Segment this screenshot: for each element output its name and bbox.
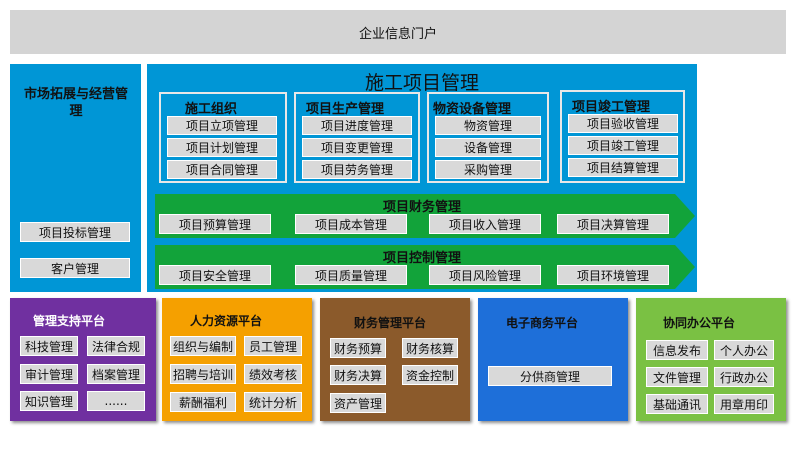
finance-item[interactable]: 项目成本管理 [295, 214, 407, 234]
group-completion-title: 项目竣工管理 [572, 100, 651, 115]
control-title: 项目控制管理 [382, 251, 461, 266]
group-production-item[interactable]: 项目变更管理 [302, 138, 412, 157]
platform-item[interactable]: 个人办公 [714, 340, 774, 360]
finance-item[interactable]: 项目预算管理 [159, 214, 271, 234]
platform-item[interactable]: 员工管理 [244, 336, 302, 356]
control-item[interactable]: 项目安全管理 [159, 265, 271, 285]
group-production-item[interactable]: 项目进度管理 [302, 116, 412, 135]
group-production-item[interactable]: 项目劳务管理 [302, 160, 412, 179]
platform-hr: 人力资源平台 组织与编制 员工管理 招聘与培训 绩效考核 薪酬福利 统计分析 [162, 298, 312, 421]
platform-finance: 财务管理平台 财务预算 财务核算 财务决算 资金控制 资产管理 [320, 298, 470, 421]
group-organization-item[interactable]: 项目合同管理 [167, 160, 277, 179]
platform-item[interactable]: 法律合规 [87, 336, 145, 356]
platform-item[interactable]: 财务核算 [402, 338, 458, 358]
group-organization-item[interactable]: 项目计划管理 [167, 138, 277, 157]
group-completion-item[interactable]: 项目结算管理 [568, 158, 678, 177]
group-materials: 物资设备管理 物资管理 设备管理 采购管理 [427, 92, 549, 183]
platform-item[interactable]: 行政办公 [714, 367, 774, 387]
group-materials-item[interactable]: 设备管理 [435, 138, 541, 157]
finance-item[interactable]: 项目决算管理 [557, 214, 669, 234]
platform-item[interactable]: 财务预算 [330, 338, 386, 358]
group-organization: 施工组织 项目立项管理 项目计划管理 项目合同管理 [159, 92, 287, 183]
group-materials-title: 物资设备管理 [433, 102, 512, 117]
platform-item[interactable]: 分供商管理 [488, 366, 612, 386]
market-title: 市场拓展与经营管理 [24, 87, 129, 119]
platform-item[interactable]: ...... [87, 391, 145, 411]
group-production: 项目生产管理 项目进度管理 项目变更管理 项目劳务管理 [294, 92, 420, 183]
finance-title: 项目财务管理 [382, 200, 461, 215]
control-item[interactable]: 项目风险管理 [429, 265, 541, 285]
platform-item[interactable]: 基础通讯 [646, 394, 708, 414]
platform-item[interactable]: 科技管理 [20, 336, 78, 356]
group-organization-title: 施工组织 [185, 102, 238, 117]
platform-item[interactable]: 统计分析 [244, 392, 302, 412]
platform-item[interactable]: 档案管理 [87, 364, 145, 384]
portal-bar[interactable]: 企业信息门户 [10, 10, 786, 54]
market-item-bid[interactable]: 项目投标管理 [20, 222, 130, 242]
construction-panel: 施工项目管理 施工组织 项目立项管理 项目计划管理 项目合同管理 项目生产管理 … [147, 64, 697, 292]
group-completion-item[interactable]: 项目验收管理 [568, 114, 678, 133]
platform-item[interactable]: 知识管理 [20, 391, 78, 411]
group-materials-item[interactable]: 采购管理 [435, 160, 541, 179]
group-completion-item[interactable]: 项目竣工管理 [568, 136, 678, 155]
platform-item[interactable]: 审计管理 [20, 364, 78, 384]
platform-title: 协同办公平台 [663, 316, 736, 330]
group-materials-item[interactable]: 物资管理 [435, 116, 541, 135]
portal-title: 企业信息门户 [358, 26, 437, 42]
platform-item[interactable]: 信息发布 [646, 340, 708, 360]
group-organization-item[interactable]: 项目立项管理 [167, 116, 277, 135]
platform-management-support: 管理支持平台 科技管理 法律合规 审计管理 档案管理 知识管理 ...... [10, 298, 156, 421]
platform-item[interactable]: 招聘与培训 [170, 364, 236, 384]
platform-item[interactable]: 资金控制 [402, 365, 458, 385]
platform-title: 电子商务平台 [506, 316, 579, 330]
platform-item[interactable]: 资产管理 [330, 393, 386, 413]
group-completion: 项目竣工管理 项目验收管理 项目竣工管理 项目结算管理 [560, 90, 685, 183]
market-panel: 市场拓展与经营管理 项目投标管理 客户管理 [10, 64, 141, 292]
control-item[interactable]: 项目质量管理 [295, 265, 407, 285]
platform-item[interactable]: 绩效考核 [244, 364, 302, 384]
market-item-customer[interactable]: 客户管理 [20, 258, 130, 278]
platform-item[interactable]: 财务决算 [330, 365, 386, 385]
control-item[interactable]: 项目环境管理 [557, 265, 669, 285]
construction-title: 施工项目管理 [364, 72, 479, 94]
platform-title: 人力资源平台 [190, 314, 263, 328]
platform-title: 管理支持平台 [33, 314, 106, 328]
platform-ecommerce: 电子商务平台 分供商管理 [478, 298, 628, 421]
platform-title: 财务管理平台 [354, 316, 427, 330]
platform-item[interactable]: 用章用印 [714, 394, 774, 414]
group-production-title: 项目生产管理 [306, 102, 385, 117]
platform-item[interactable]: 薪酬福利 [170, 392, 236, 412]
platform-item[interactable]: 组织与编制 [170, 336, 236, 356]
platform-office: 协同办公平台 信息发布 个人办公 文件管理 行政办公 基础通讯 用章用印 [636, 298, 786, 421]
platform-item[interactable]: 文件管理 [646, 367, 708, 387]
finance-item[interactable]: 项目收入管理 [429, 214, 541, 234]
